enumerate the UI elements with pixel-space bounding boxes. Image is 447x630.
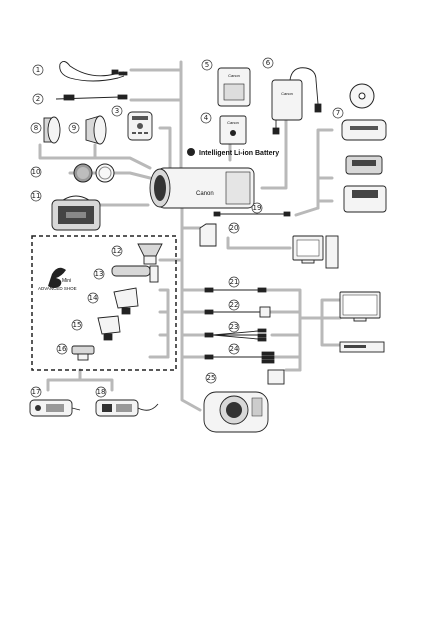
callout-22: 22 bbox=[228, 299, 240, 311]
svg-text:11: 11 bbox=[32, 192, 41, 200]
svg-text:14: 14 bbox=[89, 294, 98, 302]
callout-14: 14 bbox=[87, 292, 99, 304]
svg-text:5: 5 bbox=[205, 61, 209, 69]
svg-text:9: 9 bbox=[72, 124, 76, 132]
printer-1 bbox=[341, 119, 387, 141]
printer-2 bbox=[345, 155, 383, 175]
svg-text:2: 2 bbox=[36, 95, 40, 103]
svg-text:Canon: Canon bbox=[281, 91, 293, 96]
callout-1: 1 bbox=[32, 64, 44, 76]
callout-21: 21 bbox=[228, 276, 240, 288]
accessory-5-charger: Canon bbox=[217, 67, 251, 107]
accessory-7-disc bbox=[349, 83, 375, 109]
accessory-25-waterproof-case bbox=[203, 391, 269, 433]
accessory-12-light bbox=[137, 243, 163, 265]
svg-text:Canon: Canon bbox=[227, 120, 239, 125]
svg-text:21: 21 bbox=[230, 278, 239, 286]
accessory-11-case bbox=[51, 195, 101, 231]
printer-3 bbox=[343, 185, 387, 213]
accessory-22-cable bbox=[204, 306, 271, 318]
callout-23: 23 bbox=[228, 321, 240, 333]
callout-19: 19 bbox=[251, 202, 263, 214]
svg-text:Canon: Canon bbox=[228, 73, 240, 78]
svg-text:10: 10 bbox=[32, 168, 41, 176]
svg-text:15: 15 bbox=[73, 321, 82, 329]
callout-20: 20 bbox=[228, 222, 240, 234]
callout-13: 13 bbox=[93, 268, 105, 280]
callout-9: 9 bbox=[68, 122, 80, 134]
svg-text:4: 4 bbox=[204, 114, 209, 122]
svg-text:25: 25 bbox=[207, 374, 216, 382]
shoe-logo: Mini ADVANCED SHOE bbox=[38, 267, 77, 291]
accessory-6-power-adapter: Canon bbox=[271, 67, 322, 135]
accessory-18-remote bbox=[95, 399, 159, 417]
svg-text:7: 7 bbox=[336, 109, 340, 117]
callout-15: 15 bbox=[71, 319, 83, 331]
callout-24: 24 bbox=[228, 343, 240, 355]
camcorder: Canon bbox=[149, 167, 255, 209]
callout-2: 2 bbox=[32, 93, 44, 105]
callout-11: 11 bbox=[30, 190, 42, 202]
accessory-1-strap bbox=[59, 61, 128, 82]
svg-text:22: 22 bbox=[230, 301, 239, 309]
accessory-13-microphone bbox=[111, 265, 159, 283]
callout-4: 4 bbox=[200, 112, 212, 124]
svg-text:1: 1 bbox=[36, 66, 40, 74]
shoe-logo-line1: Mini bbox=[62, 278, 71, 284]
callout-3: 3 bbox=[111, 105, 123, 117]
mini-advanced-shoe-box bbox=[31, 235, 177, 371]
accessory-21-cable bbox=[204, 287, 267, 293]
callout-6: 6 bbox=[262, 57, 274, 69]
computer bbox=[292, 235, 339, 269]
television bbox=[339, 291, 381, 322]
accessory-4-battery: Canon bbox=[219, 115, 247, 145]
callout-10: 10 bbox=[30, 166, 42, 178]
recorder bbox=[339, 341, 385, 353]
svg-text:8: 8 bbox=[34, 124, 38, 132]
accessory-15-light bbox=[97, 315, 121, 341]
accessory-17-remote bbox=[29, 399, 81, 417]
accessory-14-microphone bbox=[113, 287, 139, 315]
accessory-8-lens bbox=[43, 116, 61, 144]
svg-text:12: 12 bbox=[113, 247, 122, 255]
accessory-3-remote-controller bbox=[127, 111, 153, 141]
callout-numbers: 1 2 3 4 5 6 7 8 9 10 11 12 13 14 15 16 1… bbox=[30, 57, 344, 398]
accessory-19-cable bbox=[213, 211, 291, 217]
accessory-9-lens bbox=[85, 115, 107, 145]
svg-text:6: 6 bbox=[266, 59, 271, 67]
svg-text:13: 13 bbox=[95, 270, 104, 278]
accessory-10-filters bbox=[73, 163, 115, 183]
svg-text:3: 3 bbox=[115, 107, 119, 115]
accessory-2-wrist-strap bbox=[55, 94, 128, 101]
svg-text:17: 17 bbox=[32, 388, 41, 396]
shoe-logo-line2: ADVANCED SHOE bbox=[38, 286, 77, 291]
svg-text:20: 20 bbox=[230, 224, 239, 232]
callout-25: 25 bbox=[205, 372, 217, 384]
accessory-23-cable bbox=[204, 328, 267, 342]
callout-5: 5 bbox=[201, 59, 213, 71]
svg-text:19: 19 bbox=[253, 204, 262, 212]
callout-7: 7 bbox=[332, 107, 344, 119]
svg-text:18: 18 bbox=[97, 388, 106, 396]
callout-18: 18 bbox=[95, 386, 107, 398]
callout-17: 17 bbox=[30, 386, 42, 398]
callout-8: 8 bbox=[30, 122, 42, 134]
callout-12: 12 bbox=[111, 245, 123, 257]
connection-lines bbox=[38, 60, 342, 412]
brand-logo: Canon bbox=[196, 191, 214, 197]
accessory-24-cable bbox=[204, 351, 285, 385]
svg-text:16: 16 bbox=[58, 345, 67, 353]
accessory-20-memory-card bbox=[199, 223, 217, 247]
accessory-16-adapter bbox=[71, 345, 95, 361]
svg-text:24: 24 bbox=[230, 345, 239, 353]
battery-label-text: Intelligent Li-ion Battery bbox=[199, 150, 279, 157]
battery-label: Intelligent Li-ion Battery bbox=[187, 148, 279, 157]
svg-text:23: 23 bbox=[230, 323, 239, 331]
callout-16: 16 bbox=[56, 343, 68, 355]
